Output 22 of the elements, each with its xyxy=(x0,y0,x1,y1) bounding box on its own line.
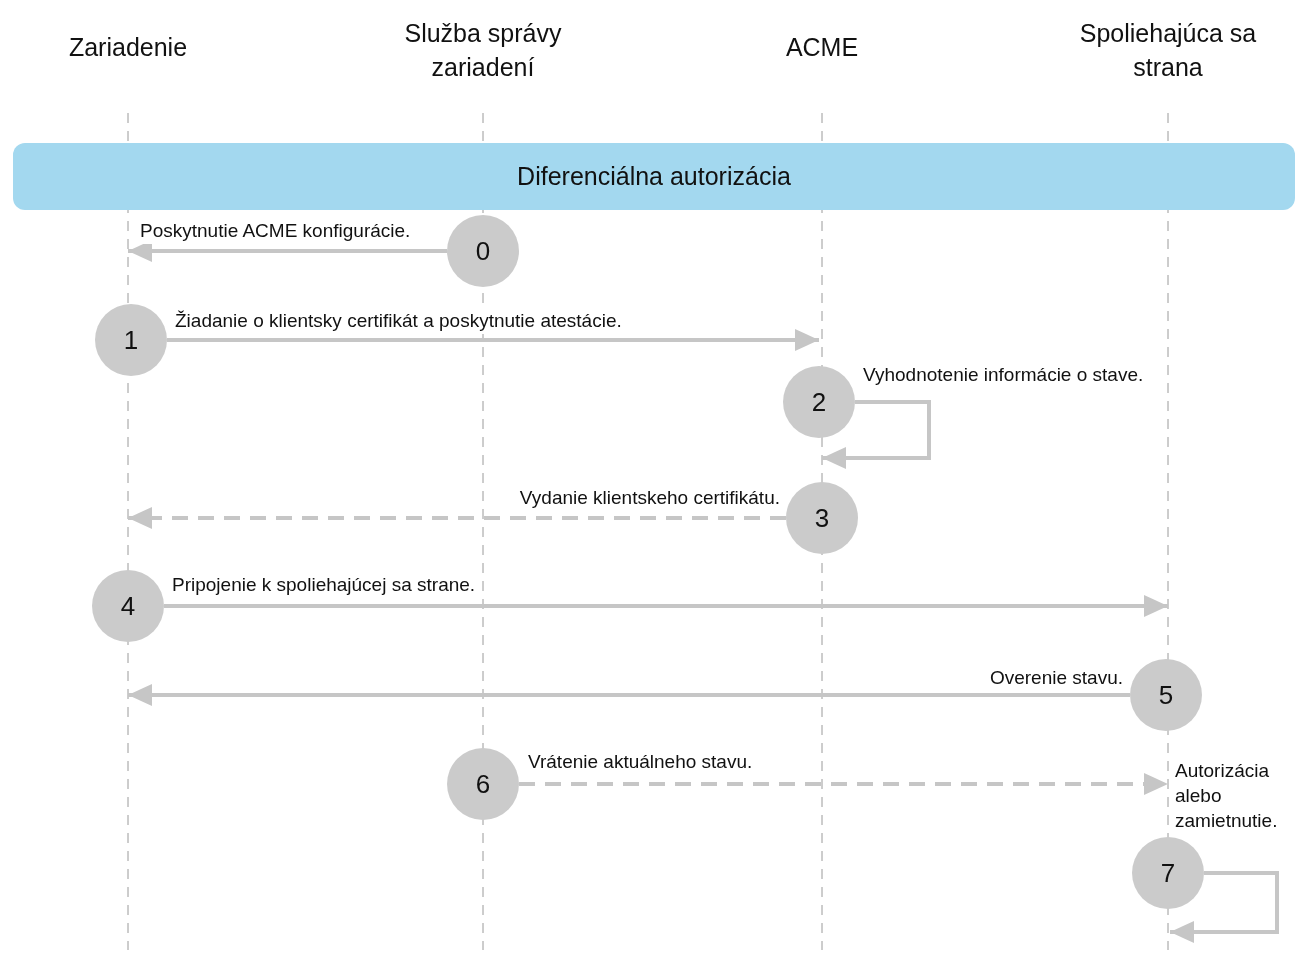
step-number: 7 xyxy=(1160,857,1176,889)
arrow xyxy=(822,400,931,469)
step-number: 1 xyxy=(123,324,139,356)
lifeline-header: Zariadenie xyxy=(8,30,248,64)
step-number: 6 xyxy=(475,768,491,800)
arrow xyxy=(167,329,819,351)
lifeline-header: ACME xyxy=(702,30,942,64)
step-number: 4 xyxy=(120,590,136,622)
step-number: 3 xyxy=(814,502,830,534)
step-number: 2 xyxy=(811,386,827,418)
edge-label: Žiadanie o klientsky certifikát a poskytnutie atestácie. xyxy=(174,308,623,334)
phase-banner xyxy=(13,143,1295,210)
arrow xyxy=(128,507,786,529)
step-number: 5 xyxy=(1158,679,1174,711)
arrow xyxy=(164,595,1168,617)
banner-title: Diferenciálna autorizácia xyxy=(517,162,791,191)
step-number: 0 xyxy=(475,235,491,267)
lifeline-header: Spoliehajúca sa strana xyxy=(1048,16,1288,84)
arrow xyxy=(1170,871,1279,943)
arrow xyxy=(519,773,1168,795)
lifeline-header: Služba správy zariadení xyxy=(363,16,603,84)
arrow xyxy=(128,684,1130,706)
